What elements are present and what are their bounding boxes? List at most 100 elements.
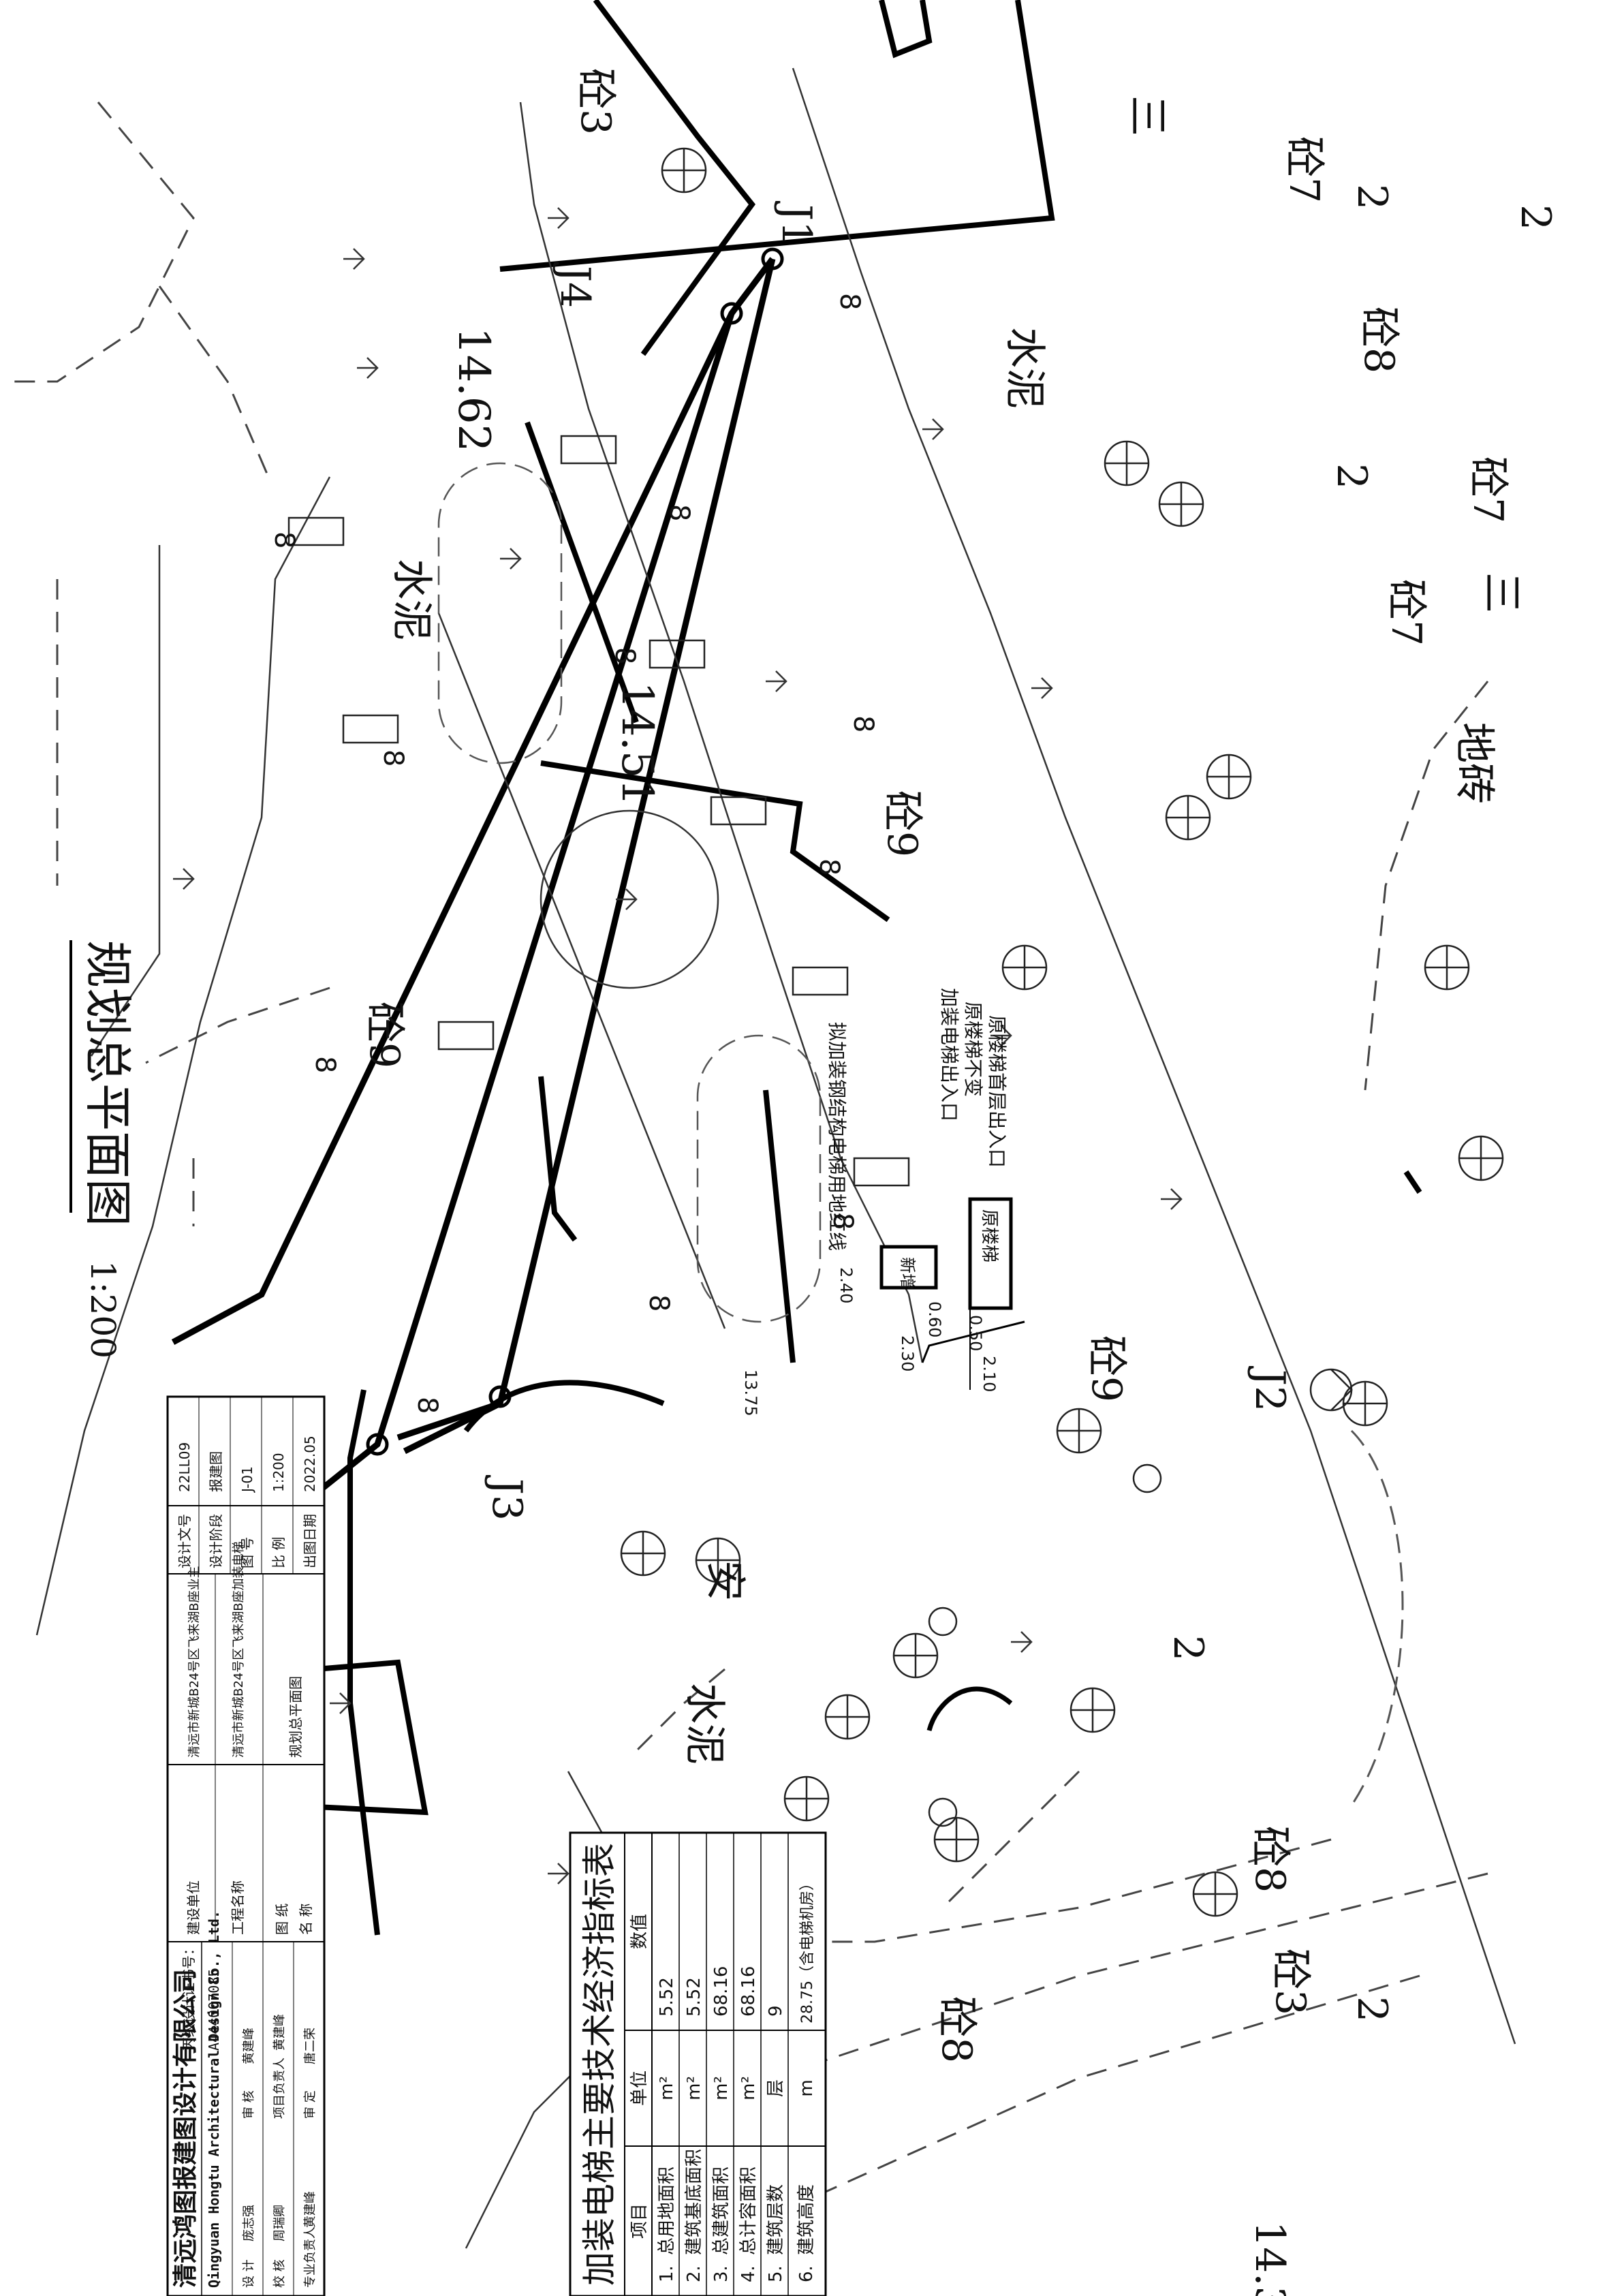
row2-item: 建筑基底面积 — [684, 2149, 704, 2255]
grade-8-f: 8 — [411, 1397, 443, 1414]
annotation-redline: 拟加装钢结构电梯用地红线 — [826, 1022, 848, 1251]
annotation-elevator-entry: 加装电梯出入口 — [938, 988, 961, 1121]
name-check: 周瑞卿 — [272, 2205, 287, 2241]
label-c7-b: 砼7 — [1464, 456, 1512, 523]
header-value: 数值 — [629, 1914, 650, 1949]
grade-8-a: 8 — [847, 715, 879, 732]
mark-ane: 安 — [701, 1560, 749, 1601]
paving-label-3: 水泥 — [681, 1683, 728, 1765]
name-pm: 黄建峰 — [272, 2014, 287, 2051]
scale-label: 比 例 — [270, 1537, 287, 1568]
drawing-scale: 1:200 — [83, 1260, 123, 1359]
project-label: 工程名称 — [230, 1880, 246, 1935]
label-c9-right: 砼9 — [1082, 1335, 1130, 1402]
survey-j1: J1 — [772, 200, 820, 247]
drawing-label-2: 名 称 — [298, 1904, 314, 1935]
annotation-stair-unchanged: 原楼梯不变 — [962, 1002, 984, 1097]
row5-value: 9 — [766, 2005, 786, 2017]
mark-three-a: 三 — [1123, 95, 1171, 136]
round-planting-bed — [540, 809, 719, 989]
row3-item: 总建筑面积 — [711, 2167, 732, 2255]
row5-unit: 层 — [766, 2079, 786, 2097]
row2-unit: m² — [684, 2076, 704, 2100]
cert-number: A444007085 — [206, 1969, 222, 2051]
thin-building-lines — [35, 67, 1516, 2249]
sheet-label: 图 号 — [239, 1537, 255, 1568]
survey-point-markers — [366, 247, 784, 1456]
elevation-14-51: 14.51 — [612, 681, 662, 806]
row5-no: 5. — [766, 2265, 786, 2282]
indicators-title: 加装电梯主要技术经济指标表 — [580, 1843, 619, 2286]
grade-8-h: 8 — [663, 504, 695, 521]
paving-label-4: 地砖 — [1450, 722, 1498, 804]
drawing-name: 规划总平面图 — [287, 1676, 304, 1758]
cert-label: 丙级设计证书号： — [181, 1942, 197, 2051]
label-c9-center: 砼9 — [878, 790, 926, 857]
row4-value: 68.16 — [738, 1966, 759, 2017]
dim-2-30: 2.30 — [898, 1335, 917, 1371]
digit-2-a: 2 — [1348, 184, 1396, 210]
name-design: 庞志强 — [242, 2205, 256, 2241]
date-value: 2022.05 — [302, 1436, 318, 1492]
survey-j4: J4 — [551, 262, 599, 308]
stage-label: 设计阶段 — [208, 1514, 224, 1568]
paving-label-2: 水泥 — [1001, 327, 1048, 409]
company-name-en: Qingyuan Hongtu Architectural Design Co.… — [206, 1910, 222, 2288]
dim-2-40: 2.40 — [837, 1267, 856, 1303]
name-review: 黄建峰 — [242, 2028, 256, 2064]
name-lead: 黄建峰 — [303, 2191, 317, 2228]
digit-2-e: 2 — [1348, 1996, 1396, 2022]
doc-number: 22LL09 — [176, 1442, 193, 1492]
tree-symbols — [620, 147, 1504, 1917]
name-approve: 唐二荣 — [303, 2028, 317, 2064]
row2-value: 5.52 — [684, 1977, 704, 2017]
curb-curve — [926, 1686, 1013, 1731]
client-name: 清远市新城B24号区飞来湖B座业主 — [187, 1566, 202, 1758]
row2-no: 2. — [684, 2265, 704, 2282]
mark-three-b: 三 — [1478, 572, 1525, 613]
role-pm: 项目负责人 — [272, 2058, 287, 2119]
row5-item: 建筑层数 — [766, 2184, 786, 2255]
label-c3-right: 砼3 — [1266, 1949, 1314, 2015]
row6-unit: m — [796, 2079, 817, 2096]
road-bend — [463, 1380, 665, 1433]
grade-8-k: 8 — [643, 1294, 674, 1312]
label-c9-left: 砼9 — [360, 1002, 408, 1068]
planting-bay-2 — [696, 1034, 822, 1323]
stage-value: 报建图 — [208, 1451, 224, 1492]
main-building-outlines — [232, 0, 1055, 1936]
client-label: 建设单位 — [185, 1880, 202, 1935]
row1-no: 1. — [657, 2265, 677, 2282]
header-unit: 单位 — [629, 2070, 650, 2106]
survey-j2: J2 — [1246, 1365, 1294, 1412]
doc-label: 设计文号 — [176, 1514, 193, 1568]
title-block: 清远鸿图报建图设计有限公司 Qingyuan Hongtu Architectu… — [166, 1395, 326, 2296]
elevation-14-3: 14.3 — [1246, 2221, 1294, 2296]
row6-item: 建筑高度 — [796, 2184, 817, 2255]
grade-8-g: 8 — [834, 293, 865, 310]
label-c3-top: 砼3 — [572, 68, 619, 135]
grade-8-i: 8 — [377, 749, 409, 766]
row6-value: 28.75（含电梯机房） — [799, 1876, 816, 2023]
row1-value: 5.52 — [657, 1977, 677, 2017]
new-elevator-box — [879, 1245, 938, 1290]
label-c7-a: 砼7 — [1280, 136, 1328, 203]
date-label: 出图日期 — [302, 1514, 318, 1568]
digit-2-c: 2 — [1328, 463, 1375, 489]
drawing-title: 规划总平面图 — [80, 940, 136, 1226]
planting-bay-1 — [437, 462, 563, 764]
slope-arrows — [173, 207, 1183, 1884]
row4-no: 4. — [738, 2265, 759, 2282]
label-c7-c: 砼7 — [1382, 579, 1430, 646]
role-check: 校 核 — [272, 2259, 287, 2288]
sheet-number: J-01 — [239, 1466, 255, 1493]
dashed-outlines — [3, 102, 1489, 2229]
role-lead: 专业负责人 — [303, 2227, 317, 2288]
dim-13-75: 13.75 — [741, 1369, 760, 1416]
company-name: 清远鸿图报建图设计有限公司 — [172, 1969, 200, 2288]
dim-2-10: 2.10 — [980, 1356, 999, 1392]
row4-item: 总计容面积 — [738, 2167, 759, 2255]
row3-value: 68.16 — [711, 1966, 732, 2017]
